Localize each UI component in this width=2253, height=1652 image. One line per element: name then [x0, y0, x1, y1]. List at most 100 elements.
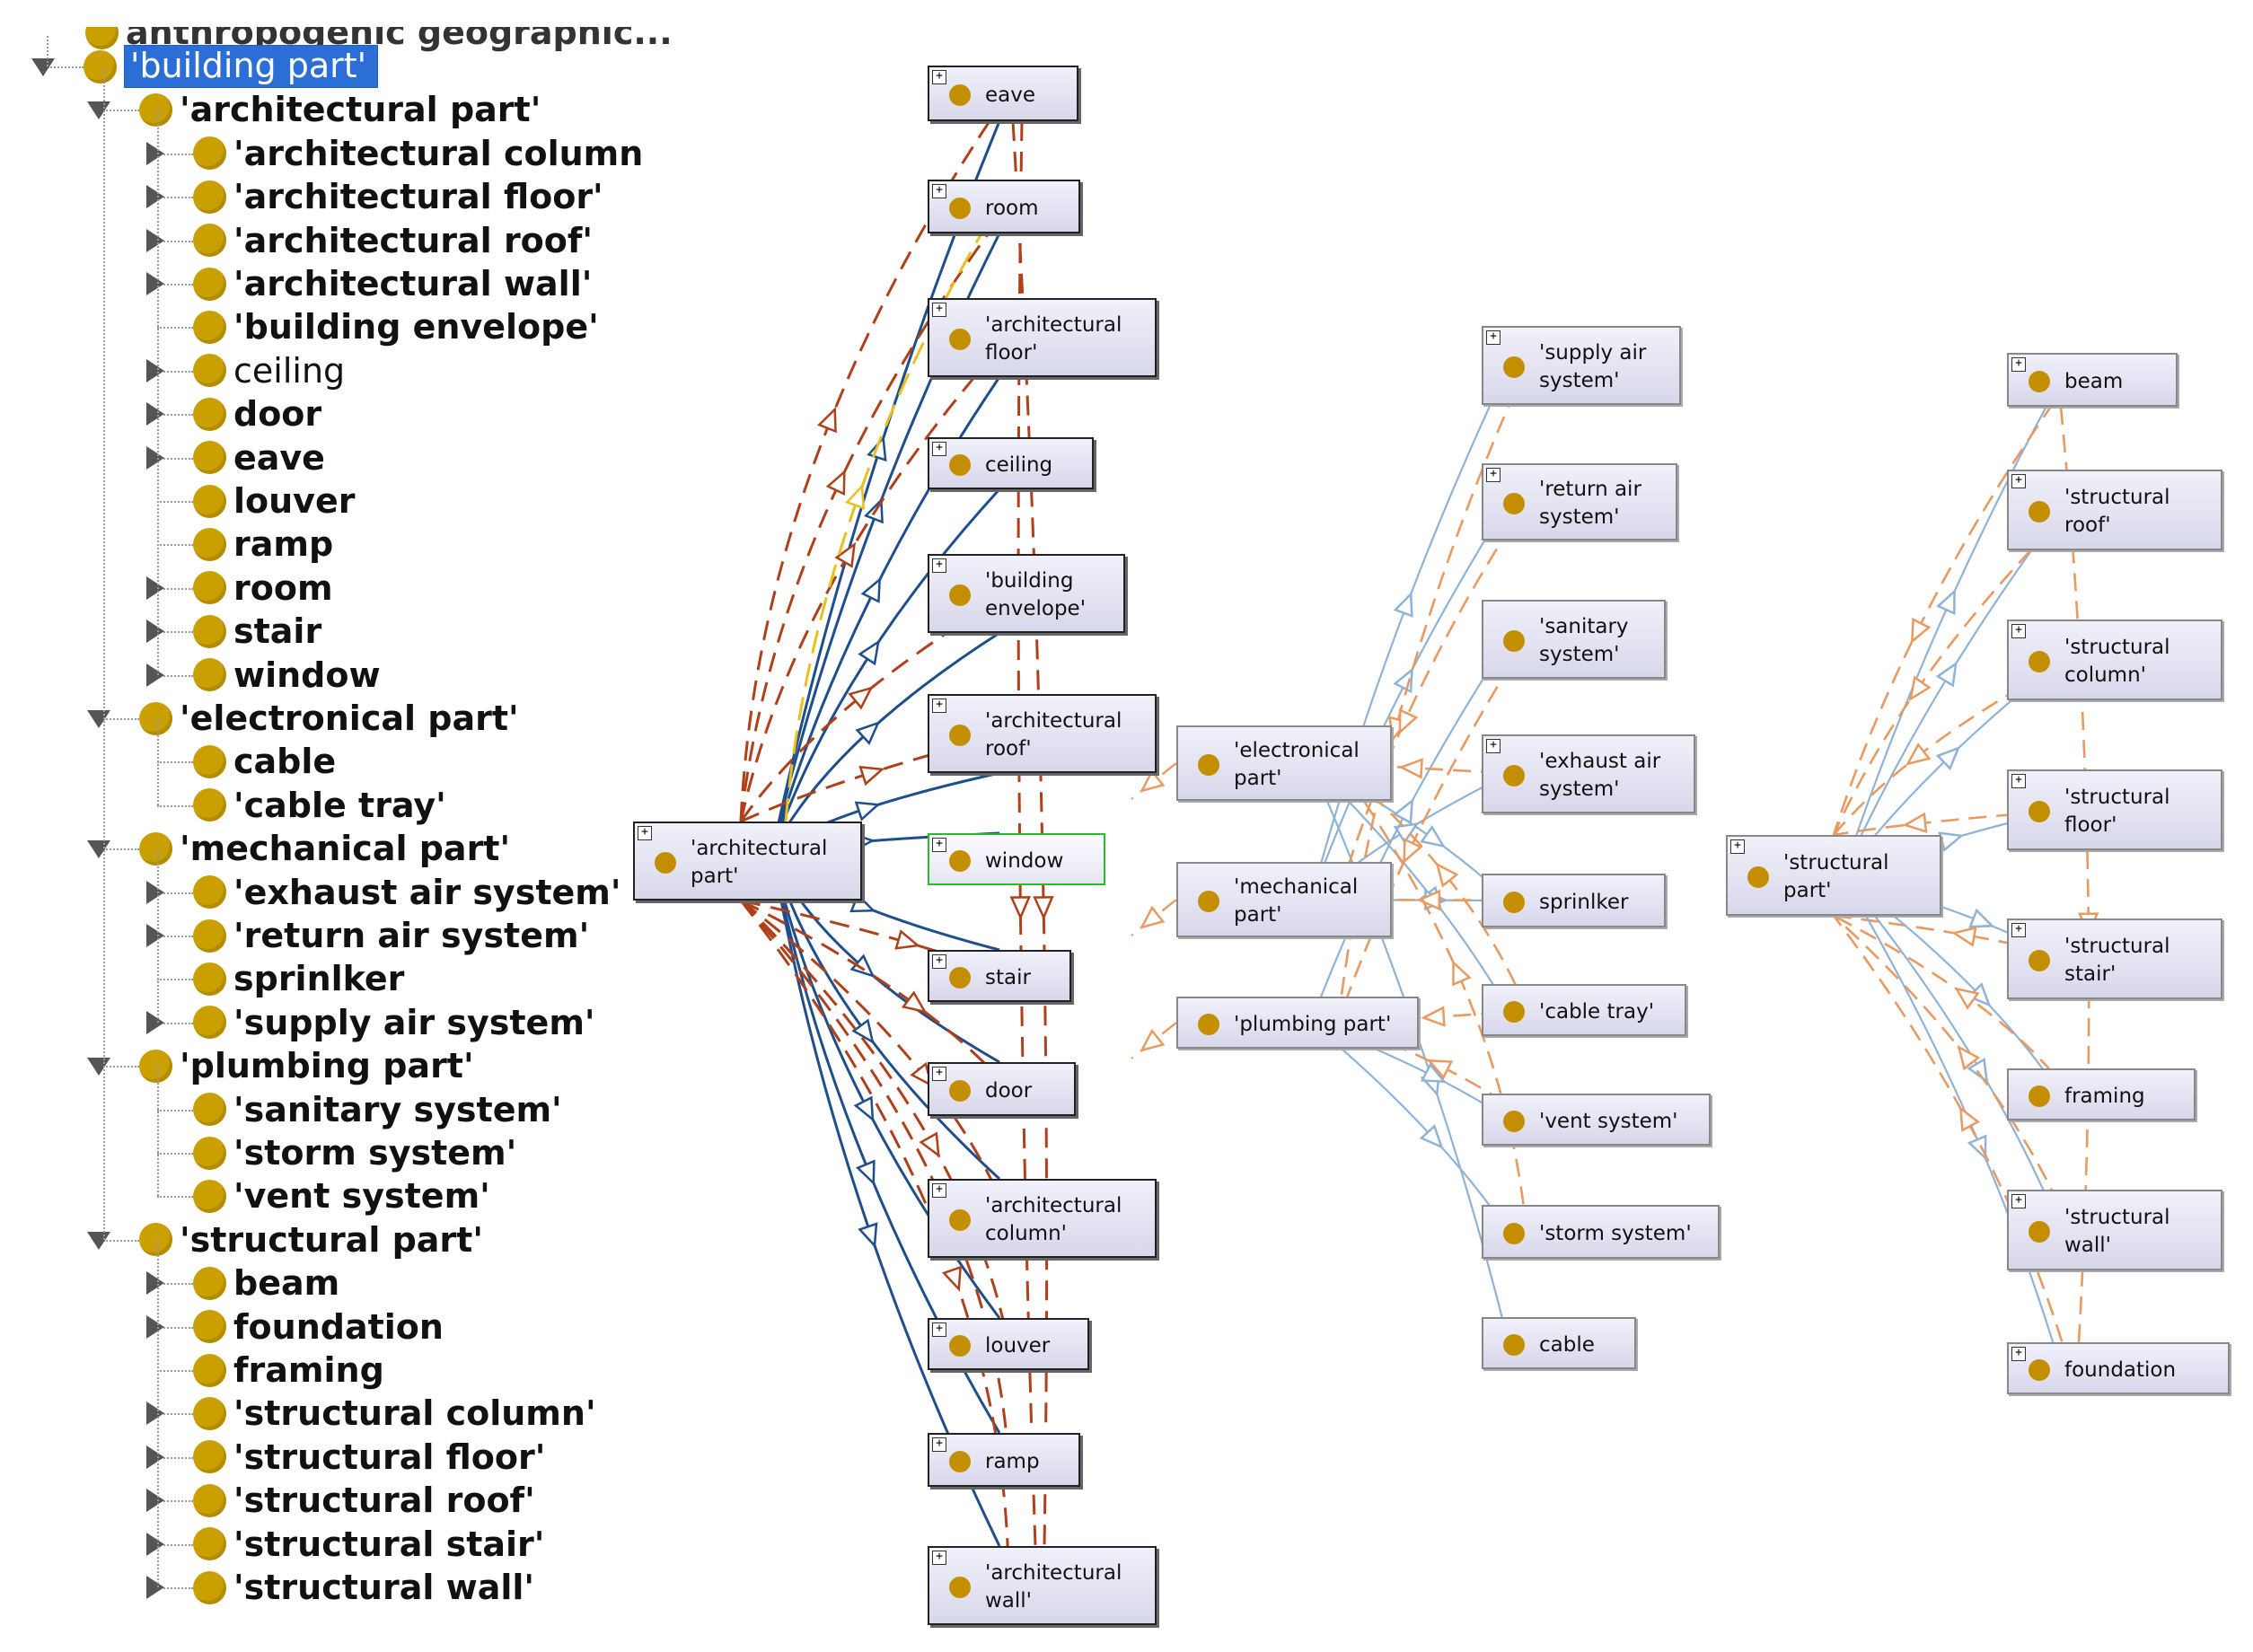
tree-item[interactable]: 'architectural floor': [193, 177, 603, 216]
tree-item[interactable]: 'structural roof': [193, 1481, 535, 1520]
expand-plus-icon[interactable]: +: [2011, 357, 2026, 372]
expand-plus-icon[interactable]: +: [2011, 624, 2026, 638]
graph-node-louver[interactable]: +louver: [928, 1318, 1089, 1370]
graph-node-building-envelope[interactable]: +'building envelope': [928, 554, 1125, 633]
expand-plus-icon[interactable]: +: [1486, 468, 1501, 482]
expand-plus-icon[interactable]: +: [932, 1067, 946, 1081]
expand-arrow-icon[interactable]: [146, 1010, 164, 1034]
expand-arrow-icon[interactable]: [146, 880, 164, 904]
expand-plus-icon[interactable]: +: [2011, 774, 2026, 788]
tree-item[interactable]: 'architectural part': [139, 90, 541, 129]
tree-item[interactable]: sprinlker: [193, 959, 404, 998]
expand-plus-icon[interactable]: +: [932, 1551, 946, 1565]
expand-arrow-icon[interactable]: [146, 1489, 164, 1513]
graph-node-ceiling[interactable]: +ceiling: [928, 437, 1094, 489]
tree-item[interactable]: cable: [193, 742, 336, 781]
tree-item[interactable]: 'vent system': [193, 1176, 490, 1216]
graph-node-supply-air[interactable]: +'supply air system': [1482, 326, 1681, 405]
expand-plus-icon[interactable]: +: [932, 1437, 946, 1452]
tree-item[interactable]: 'structural floor': [193, 1437, 545, 1477]
expand-plus-icon[interactable]: +: [932, 954, 946, 969]
graph-node-window[interactable]: +window: [928, 833, 1105, 885]
graph-node-vent[interactable]: 'vent system': [1482, 1094, 1711, 1146]
expand-plus-icon[interactable]: +: [2011, 474, 2026, 488]
expand-arrow-icon[interactable]: [146, 620, 164, 644]
graph-node-storm[interactable]: 'storm system': [1482, 1205, 1720, 1259]
graph-node-return-air[interactable]: +'return air system': [1482, 463, 1677, 540]
graph-node-struct-floor[interactable]: +'structural floor': [2007, 769, 2222, 850]
tree-item[interactable]: 'mechanical part': [139, 829, 510, 868]
graph-node-arch-part[interactable]: +'architectural part': [633, 822, 862, 901]
graph-node-struct-stair[interactable]: +'structural stair': [2007, 918, 2222, 999]
expand-arrow-icon[interactable]: [146, 358, 164, 382]
expand-plus-icon[interactable]: +: [932, 1183, 946, 1198]
expand-arrow-icon[interactable]: [146, 272, 164, 295]
tree-item[interactable]: louver: [193, 481, 355, 521]
graph-node-foundation[interactable]: +foundation: [2007, 1342, 2230, 1394]
graph-node-mechanical-part[interactable]: 'mechanical part': [1176, 862, 1392, 937]
tree-item[interactable]: 'architectural column: [193, 134, 643, 173]
tree-item[interactable]: room: [193, 568, 333, 608]
tree-item[interactable]: ramp: [193, 524, 333, 564]
tree-item[interactable]: 'structural column': [193, 1393, 596, 1433]
graph-node-sanitary[interactable]: 'sanitary system': [1482, 600, 1666, 679]
tree-item[interactable]: 'sanitary system': [193, 1090, 562, 1129]
graph-node-electronical-part[interactable]: 'electronical part': [1176, 725, 1392, 801]
graph-node-stair[interactable]: +stair: [928, 950, 1071, 1002]
graph-node-arch-column[interactable]: +'architectural column': [928, 1179, 1157, 1258]
tree-item[interactable]: door: [193, 394, 321, 434]
expand-plus-icon[interactable]: +: [2011, 1347, 2026, 1361]
graph-node-struct-roof[interactable]: +'structural roof': [2007, 470, 2222, 550]
graph-node-struct-part[interactable]: +'structural part': [1726, 835, 1941, 916]
expand-arrow-icon[interactable]: [146, 1532, 164, 1556]
expand-plus-icon[interactable]: +: [932, 70, 946, 84]
expand-arrow-icon[interactable]: [146, 924, 164, 947]
expand-arrow-icon[interactable]: [146, 1445, 164, 1469]
graph-node-framing[interactable]: framing: [2007, 1068, 2196, 1120]
graph-node-exhaust-air[interactable]: +'exhaust air system': [1482, 734, 1695, 813]
expand-plus-icon[interactable]: +: [2011, 923, 2026, 937]
graph-node-arch-wall[interactable]: +'architectural wall': [928, 1546, 1157, 1625]
expand-plus-icon[interactable]: +: [932, 838, 946, 852]
tree-item[interactable]: window: [193, 655, 381, 695]
graph-node-sprinkler[interactable]: sprinlker: [1482, 874, 1666, 927]
tree-item[interactable]: foundation: [193, 1307, 444, 1347]
graph-node-ramp[interactable]: +ramp: [928, 1433, 1080, 1487]
expand-arrow-icon[interactable]: [146, 141, 164, 165]
tree-item[interactable]: 'structural part': [139, 1220, 483, 1260]
expand-plus-icon[interactable]: +: [1486, 739, 1501, 753]
expand-plus-icon[interactable]: +: [932, 442, 946, 456]
tree-item[interactable]: framing: [193, 1350, 384, 1390]
expand-arrow-icon[interactable]: [146, 402, 164, 426]
expand-arrow-icon[interactable]: [146, 228, 164, 252]
tree-item[interactable]: 'architectural wall': [193, 264, 592, 303]
graph-node-eave[interactable]: +eave: [928, 66, 1078, 121]
graph-node-struct-column[interactable]: +'structural column': [2007, 620, 2222, 700]
graph-node-plumbing-part[interactable]: 'plumbing part': [1176, 997, 1419, 1049]
graph-node-arch-floor[interactable]: +'architectural floor': [928, 298, 1157, 377]
expand-plus-icon[interactable]: +: [1486, 330, 1501, 345]
tree-item[interactable]: 'cable tray': [193, 786, 446, 825]
expand-plus-icon[interactable]: +: [932, 184, 946, 198]
expand-plus-icon[interactable]: +: [638, 826, 652, 840]
expand-arrow-icon[interactable]: [146, 185, 164, 209]
expand-arrow-icon[interactable]: [146, 445, 164, 470]
expand-plus-icon[interactable]: +: [932, 1322, 946, 1337]
graph-node-beam[interactable]: +beam: [2007, 353, 2178, 407]
graph-node-cable-tray[interactable]: 'cable tray': [1482, 984, 1686, 1036]
tree-item[interactable]: 'plumbing part': [139, 1046, 474, 1085]
expand-plus-icon[interactable]: +: [1730, 839, 1745, 854]
expand-plus-icon[interactable]: +: [932, 558, 946, 573]
tree-item[interactable]: ceiling: [193, 351, 345, 391]
expand-plus-icon[interactable]: +: [932, 699, 946, 713]
expand-arrow-icon[interactable]: [146, 1576, 164, 1599]
expand-plus-icon[interactable]: +: [2011, 1194, 2026, 1208]
tree-item[interactable]: 'architectural roof': [193, 221, 593, 260]
tree-item[interactable]: 'structural wall': [193, 1568, 534, 1607]
tree-item[interactable]: 'exhaust air system': [193, 873, 621, 912]
graph-node-room[interactable]: +room: [928, 180, 1080, 233]
graph-node-arch-roof[interactable]: +'architectural roof': [928, 694, 1157, 773]
tree-item[interactable]: beam: [193, 1263, 339, 1303]
tree-item[interactable]: stair: [193, 611, 321, 651]
tree-item[interactable]: 'structural stair': [193, 1525, 544, 1564]
